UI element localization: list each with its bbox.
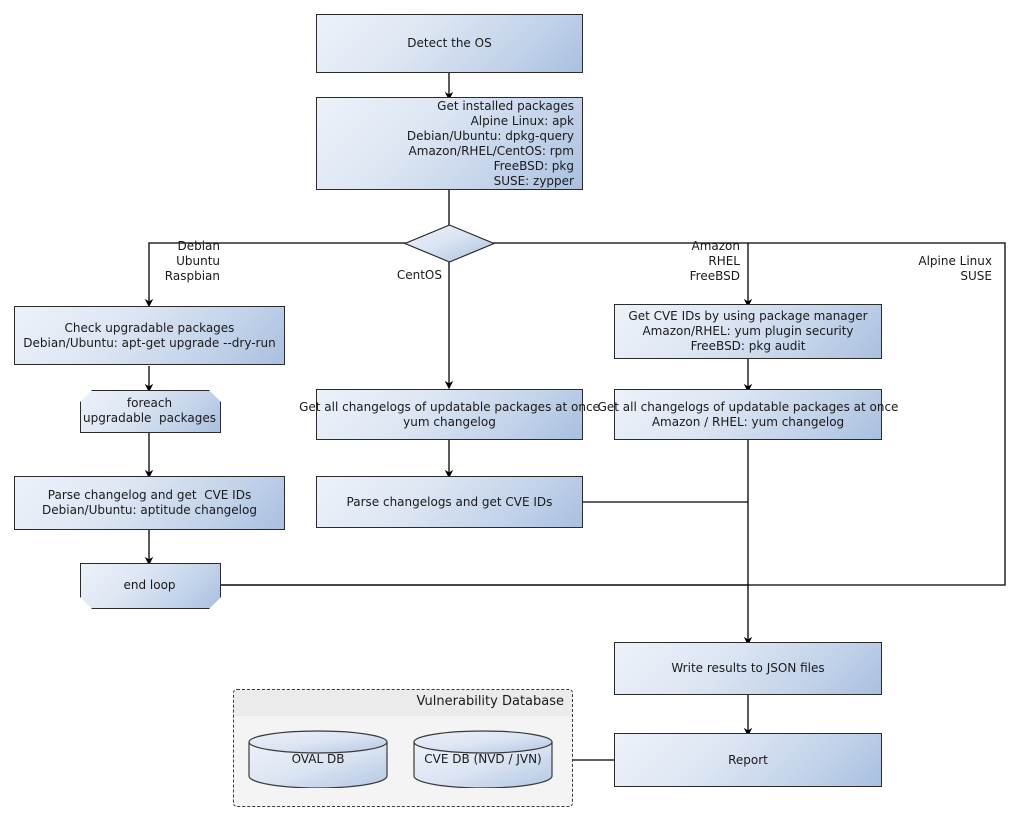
node-write-json[interactable]: Write results to JSON files — [614, 642, 882, 695]
vulnerability-database-title: Vulnerability Database — [416, 694, 564, 709]
node-get-installed-packages-label: Get installed packages Alpine Linux: apk… — [406, 98, 574, 188]
edge-label-alpine: Alpine Linux SUSE — [918, 254, 992, 283]
node-end-loop-label: end loop — [123, 577, 176, 592]
loop-start-shape — [80, 390, 221, 433]
node-detect-os-label: Detect the OS — [407, 36, 492, 50]
loop-end-shape — [80, 563, 221, 609]
db-cve-label: CVE DB (NVD / JVN) — [424, 752, 542, 766]
node-check-upgradable-label: Check upgradable packages Debian/Ubuntu:… — [23, 320, 276, 350]
node-get-installed-packages[interactable]: Get installed packages Alpine Linux: apk… — [316, 97, 583, 190]
node-parse-changelog-debian[interactable]: Parse changelog and get CVE IDs Debian/U… — [14, 476, 285, 530]
node-get-cve-package-manager[interactable]: Get CVE IDs by using package manager Ama… — [614, 304, 882, 359]
node-os-decision[interactable] — [404, 224, 495, 263]
db-cve-shape — [413, 730, 553, 788]
edge-label-centos: CentOS — [396, 268, 442, 282]
edge-label-amazon: Amazon RHEL FreeBSD — [689, 239, 740, 283]
node-changelogs-amazon-label: Get all changelogs of updatable packages… — [597, 399, 899, 429]
node-get-cve-package-manager-label: Get CVE IDs by using package manager Ama… — [628, 309, 868, 353]
node-foreach-loop-start-label: foreach upgradable packages — [83, 395, 216, 425]
edge-label-debian: Debian Ubuntu Raspbian — [164, 239, 220, 283]
node-changelogs-centos-label: Get all changelogs of updatable packages… — [299, 399, 600, 429]
db-cve[interactable]: CVE DB (NVD / JVN) — [413, 730, 553, 788]
vulnerability-database-band — [234, 690, 572, 716]
node-changelogs-centos[interactable]: Get all changelogs of updatable packages… — [299, 389, 600, 440]
node-report[interactable]: Report — [614, 733, 882, 787]
node-parse-changelogs-centos[interactable]: Parse changelogs and get CVE IDs — [316, 476, 583, 528]
db-oval[interactable]: OVAL DB — [248, 730, 388, 788]
node-parse-changelogs-centos-label: Parse changelogs and get CVE IDs — [346, 494, 553, 509]
node-changelogs-amazon[interactable]: Get all changelogs of updatable packages… — [598, 389, 898, 440]
db-oval-label: OVAL DB — [291, 752, 345, 766]
node-parse-changelog-debian-label: Parse changelog and get CVE IDs Debian/U… — [42, 488, 257, 517]
node-report-label: Report — [728, 752, 768, 767]
node-detect-os[interactable]: Detect the OS — [316, 14, 583, 73]
node-write-json-label: Write results to JSON files — [671, 661, 825, 675]
node-check-upgradable[interactable]: Check upgradable packages Debian/Ubuntu:… — [14, 306, 285, 365]
node-foreach-loop-start[interactable]: foreach upgradable packages — [80, 390, 219, 431]
node-end-loop[interactable]: end loop — [80, 563, 219, 607]
db-oval-shape — [248, 730, 388, 788]
